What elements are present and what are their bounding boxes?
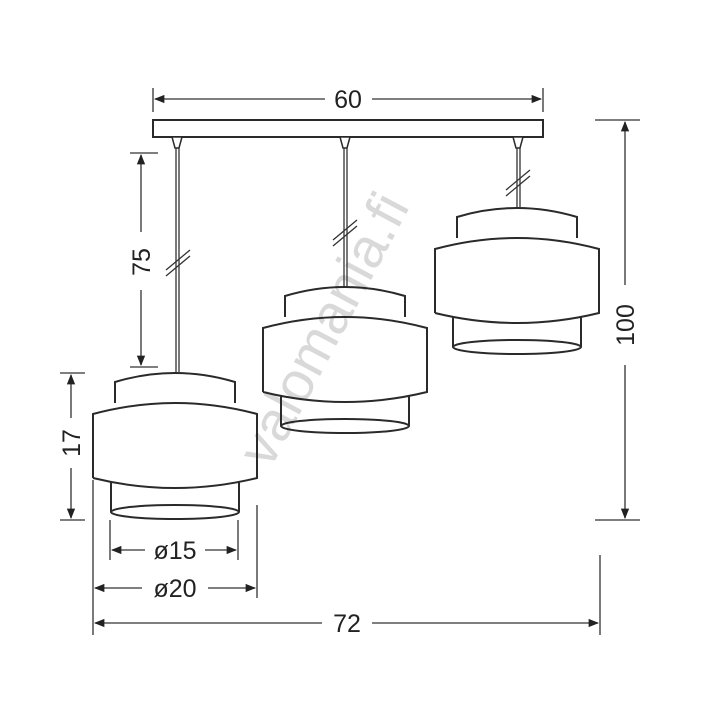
dim-ext-outer-diameter xyxy=(92,480,258,635)
lamp-right xyxy=(434,207,600,355)
dim-label-canopy: 60 xyxy=(334,86,362,114)
dim-label-cord: 75 xyxy=(128,248,156,276)
dim-label-total-height: 100 xyxy=(612,304,640,346)
dim-ext-inner-diameter xyxy=(109,520,239,560)
cord-clip-left xyxy=(171,136,183,149)
dim-label-total-width: 72 xyxy=(333,610,361,638)
dim-ext-cord xyxy=(130,152,158,368)
cord-break-mark-middle xyxy=(332,219,358,247)
cord-clip-right xyxy=(512,136,524,149)
cord-right xyxy=(516,148,521,207)
dim-ext-shade xyxy=(60,372,85,521)
dim-line-canopy xyxy=(152,88,544,112)
cord-middle xyxy=(343,148,348,286)
dim-ext-total-height xyxy=(595,119,640,521)
dim-label-outer-diameter: ø20 xyxy=(153,575,196,603)
cord-clip-middle xyxy=(339,136,351,149)
dim-label-shade-height: 17 xyxy=(58,429,86,457)
dim-label-inner-diameter: ø15 xyxy=(153,537,196,565)
ceiling-canopy xyxy=(152,119,544,138)
cord-break-mark-left xyxy=(165,249,191,277)
cord-break-mark-right xyxy=(505,169,531,197)
